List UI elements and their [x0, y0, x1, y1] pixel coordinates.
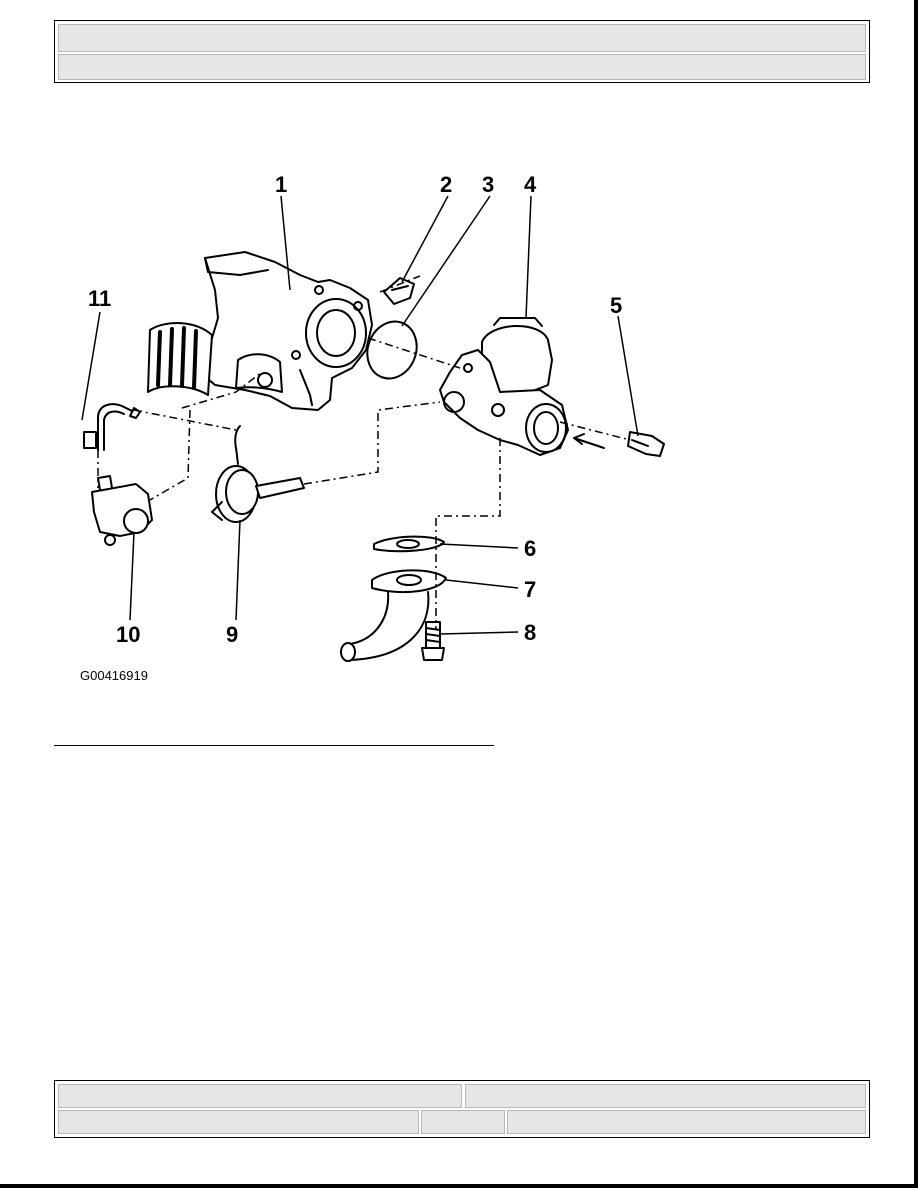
- callout-1: 1: [275, 172, 287, 197]
- leader-lines: [81, 195, 639, 635]
- footer-cell-left-top: [58, 1084, 462, 1108]
- header-row-1: [58, 24, 866, 52]
- footer-table: [54, 1080, 870, 1138]
- callout-6: 6: [524, 536, 536, 561]
- callout-10: 10: [116, 622, 140, 647]
- footer-cell-right-top: [465, 1084, 866, 1108]
- bolt-part-5: [627, 431, 665, 457]
- flange-gasket-part: [373, 535, 445, 553]
- bolt-part-8: [421, 621, 445, 661]
- callout-4: 4: [524, 172, 537, 197]
- divider-rule: [54, 745, 494, 746]
- header-table: [54, 20, 870, 83]
- solenoid-valve-part: [91, 475, 153, 546]
- footer-cell-right-bottom: [507, 1110, 866, 1134]
- callout-8: 8: [524, 620, 536, 645]
- callout-3: 3: [482, 172, 494, 197]
- exploded-parts-diagram: 1 2 3 4 5 6 7 8 9 10 11: [81, 172, 665, 662]
- footer-cell-middle-bottom: [421, 1110, 505, 1134]
- flow-arrow: [573, 433, 605, 449]
- elbow-pipe-part: [340, 569, 447, 662]
- callout-11: 11: [88, 286, 111, 311]
- egr-valve-part: [439, 317, 569, 456]
- callout-9: 9: [226, 622, 238, 647]
- callout-2: 2: [440, 172, 452, 197]
- callout-7: 7: [524, 577, 536, 602]
- vacuum-actuator-part: [211, 425, 305, 523]
- figure-code: G00416919: [80, 668, 148, 683]
- bolt-part-2: [383, 277, 415, 305]
- callout-5: 5: [610, 293, 622, 318]
- assembly-lines: [97, 275, 631, 630]
- footer-cell-left-bottom: [58, 1110, 419, 1134]
- header-row-2: [58, 54, 866, 80]
- gasket-ring-part: [366, 320, 418, 380]
- intake-housing-part: [147, 251, 373, 411]
- vacuum-hose-part: [83, 403, 141, 451]
